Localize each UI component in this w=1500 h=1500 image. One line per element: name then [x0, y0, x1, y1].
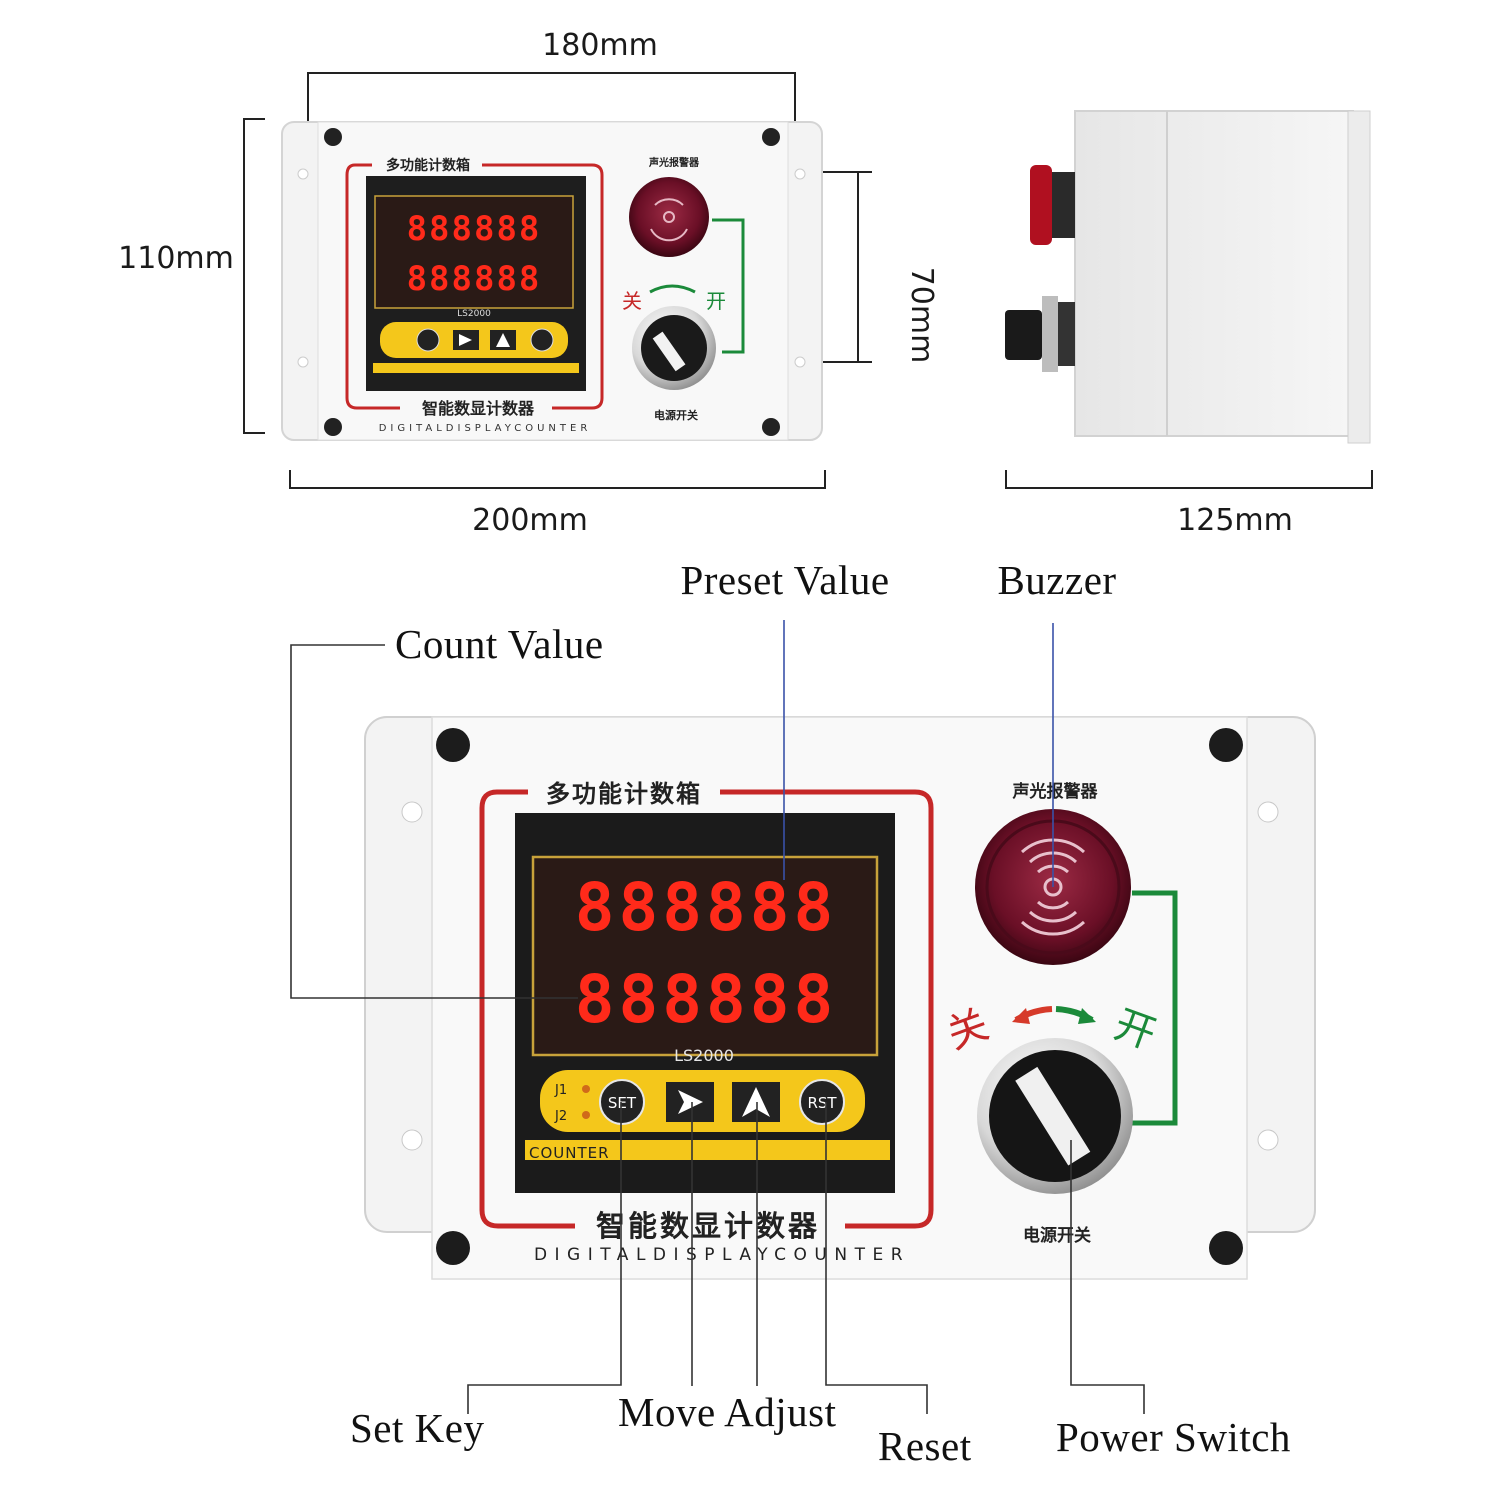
indicator-j1: J1: [554, 1083, 567, 1098]
front-view-small: 180mm 110mm 70mm 200mm 多功能计数箱 888888 888…: [118, 28, 939, 538]
mount-hole: [794, 168, 806, 180]
model-label-small: LS2000: [457, 309, 491, 319]
display-row1-large: 888888: [575, 869, 837, 946]
red-frame-large: [479, 789, 934, 1229]
callout-move-adjust: Move Adjust: [618, 1389, 837, 1435]
mount-hole: [401, 1129, 423, 1151]
switch-knob-side: [1005, 310, 1042, 360]
mount-hole: [401, 801, 423, 823]
callout-count-value: Count Value: [395, 621, 604, 667]
rst-key-small: [530, 328, 554, 352]
screw-icon: [324, 128, 342, 146]
rst-key[interactable]: [799, 1079, 845, 1125]
display-row2-small: 888888: [407, 259, 542, 299]
display-frame-large: [531, 855, 879, 1057]
subtitle-en-small: DIGITALDISPLAYCOUNTER: [379, 423, 592, 434]
mount-hole: [297, 168, 309, 180]
set-key-label: SET: [608, 1094, 637, 1112]
mount-hole: [794, 356, 806, 368]
buzzer-cn-large: 声光报警器: [1012, 781, 1099, 802]
title-cn-small: 多功能计数箱: [386, 157, 470, 174]
subtitle-cn-small: 智能数显计数器: [422, 399, 535, 418]
red-frame-small: [345, 163, 604, 410]
box-side: [1074, 110, 1354, 437]
screw-icon: [1209, 728, 1243, 762]
counter-label: COUNTER: [529, 1144, 610, 1162]
dim-depth: 125mm: [1177, 503, 1293, 538]
dimension-line-depth: [1005, 470, 1373, 489]
callout-power-switch: Power Switch: [1056, 1414, 1291, 1460]
up-arrow-icon: [496, 333, 510, 347]
callout-leaders: [290, 620, 1145, 1414]
mount-hole: [297, 356, 309, 368]
display-frame-small: [374, 195, 574, 309]
dim-width-bottom: 200mm: [472, 503, 588, 538]
switch-ring-side: [1042, 296, 1058, 372]
led-j1: [582, 1085, 590, 1093]
callout-buzzer: Buzzer: [997, 557, 1116, 603]
green-wire-large: [1130, 890, 1178, 1126]
indicator-j2: J2: [554, 1109, 567, 1124]
switch-cn-large: 电源开关: [1023, 1225, 1091, 1246]
side-flange: [1347, 110, 1371, 444]
screw-icon: [762, 418, 780, 436]
led-j2: [582, 1111, 590, 1119]
on-label-small: 开: [706, 289, 726, 313]
title-cn-large: 多功能计数箱: [546, 780, 702, 808]
dim-height-left: 110mm: [118, 241, 234, 276]
right-arrow-icon: [459, 334, 472, 346]
display-row1-small: 888888: [407, 209, 542, 249]
side-view: 125mm: [1005, 110, 1373, 538]
mount-hole: [1257, 1129, 1279, 1151]
screw-icon: [762, 128, 780, 146]
green-wire-small: [712, 218, 745, 354]
buzzer-side: [1030, 165, 1052, 245]
up-arrow-icon: [742, 1087, 770, 1117]
switch-cn-small: 电源开关: [654, 408, 698, 422]
right-arrow-icon: [678, 1090, 703, 1114]
screw-icon: [1209, 1231, 1243, 1265]
rst-key-label: RST: [807, 1094, 837, 1112]
off-label-small: 关: [622, 289, 642, 313]
dim-width-top: 180mm: [542, 28, 658, 63]
screw-icon: [436, 1231, 470, 1265]
buzzer-cn-small: 声光报警器: [648, 156, 700, 169]
display-row2-large: 888888: [575, 961, 837, 1038]
subtitle-en-large: DIGITALDISPLAYCOUNTER: [534, 1245, 910, 1265]
dim-hole-spacing: 70mm: [904, 267, 939, 364]
callout-preset-value: Preset Value: [680, 557, 889, 603]
model-label-large: LS2000: [674, 1046, 734, 1065]
callout-reset: Reset: [878, 1423, 972, 1469]
set-key[interactable]: [599, 1079, 645, 1125]
subtitle-cn-large: 智能数显计数器: [596, 1209, 820, 1243]
mount-hole: [1257, 801, 1279, 823]
screw-icon: [436, 728, 470, 762]
set-key-small: [416, 328, 440, 352]
counter-strip-small: [373, 363, 579, 373]
screw-icon: [324, 418, 342, 436]
buzzer-small: [629, 177, 709, 257]
callout-set-key: Set Key: [350, 1405, 484, 1451]
